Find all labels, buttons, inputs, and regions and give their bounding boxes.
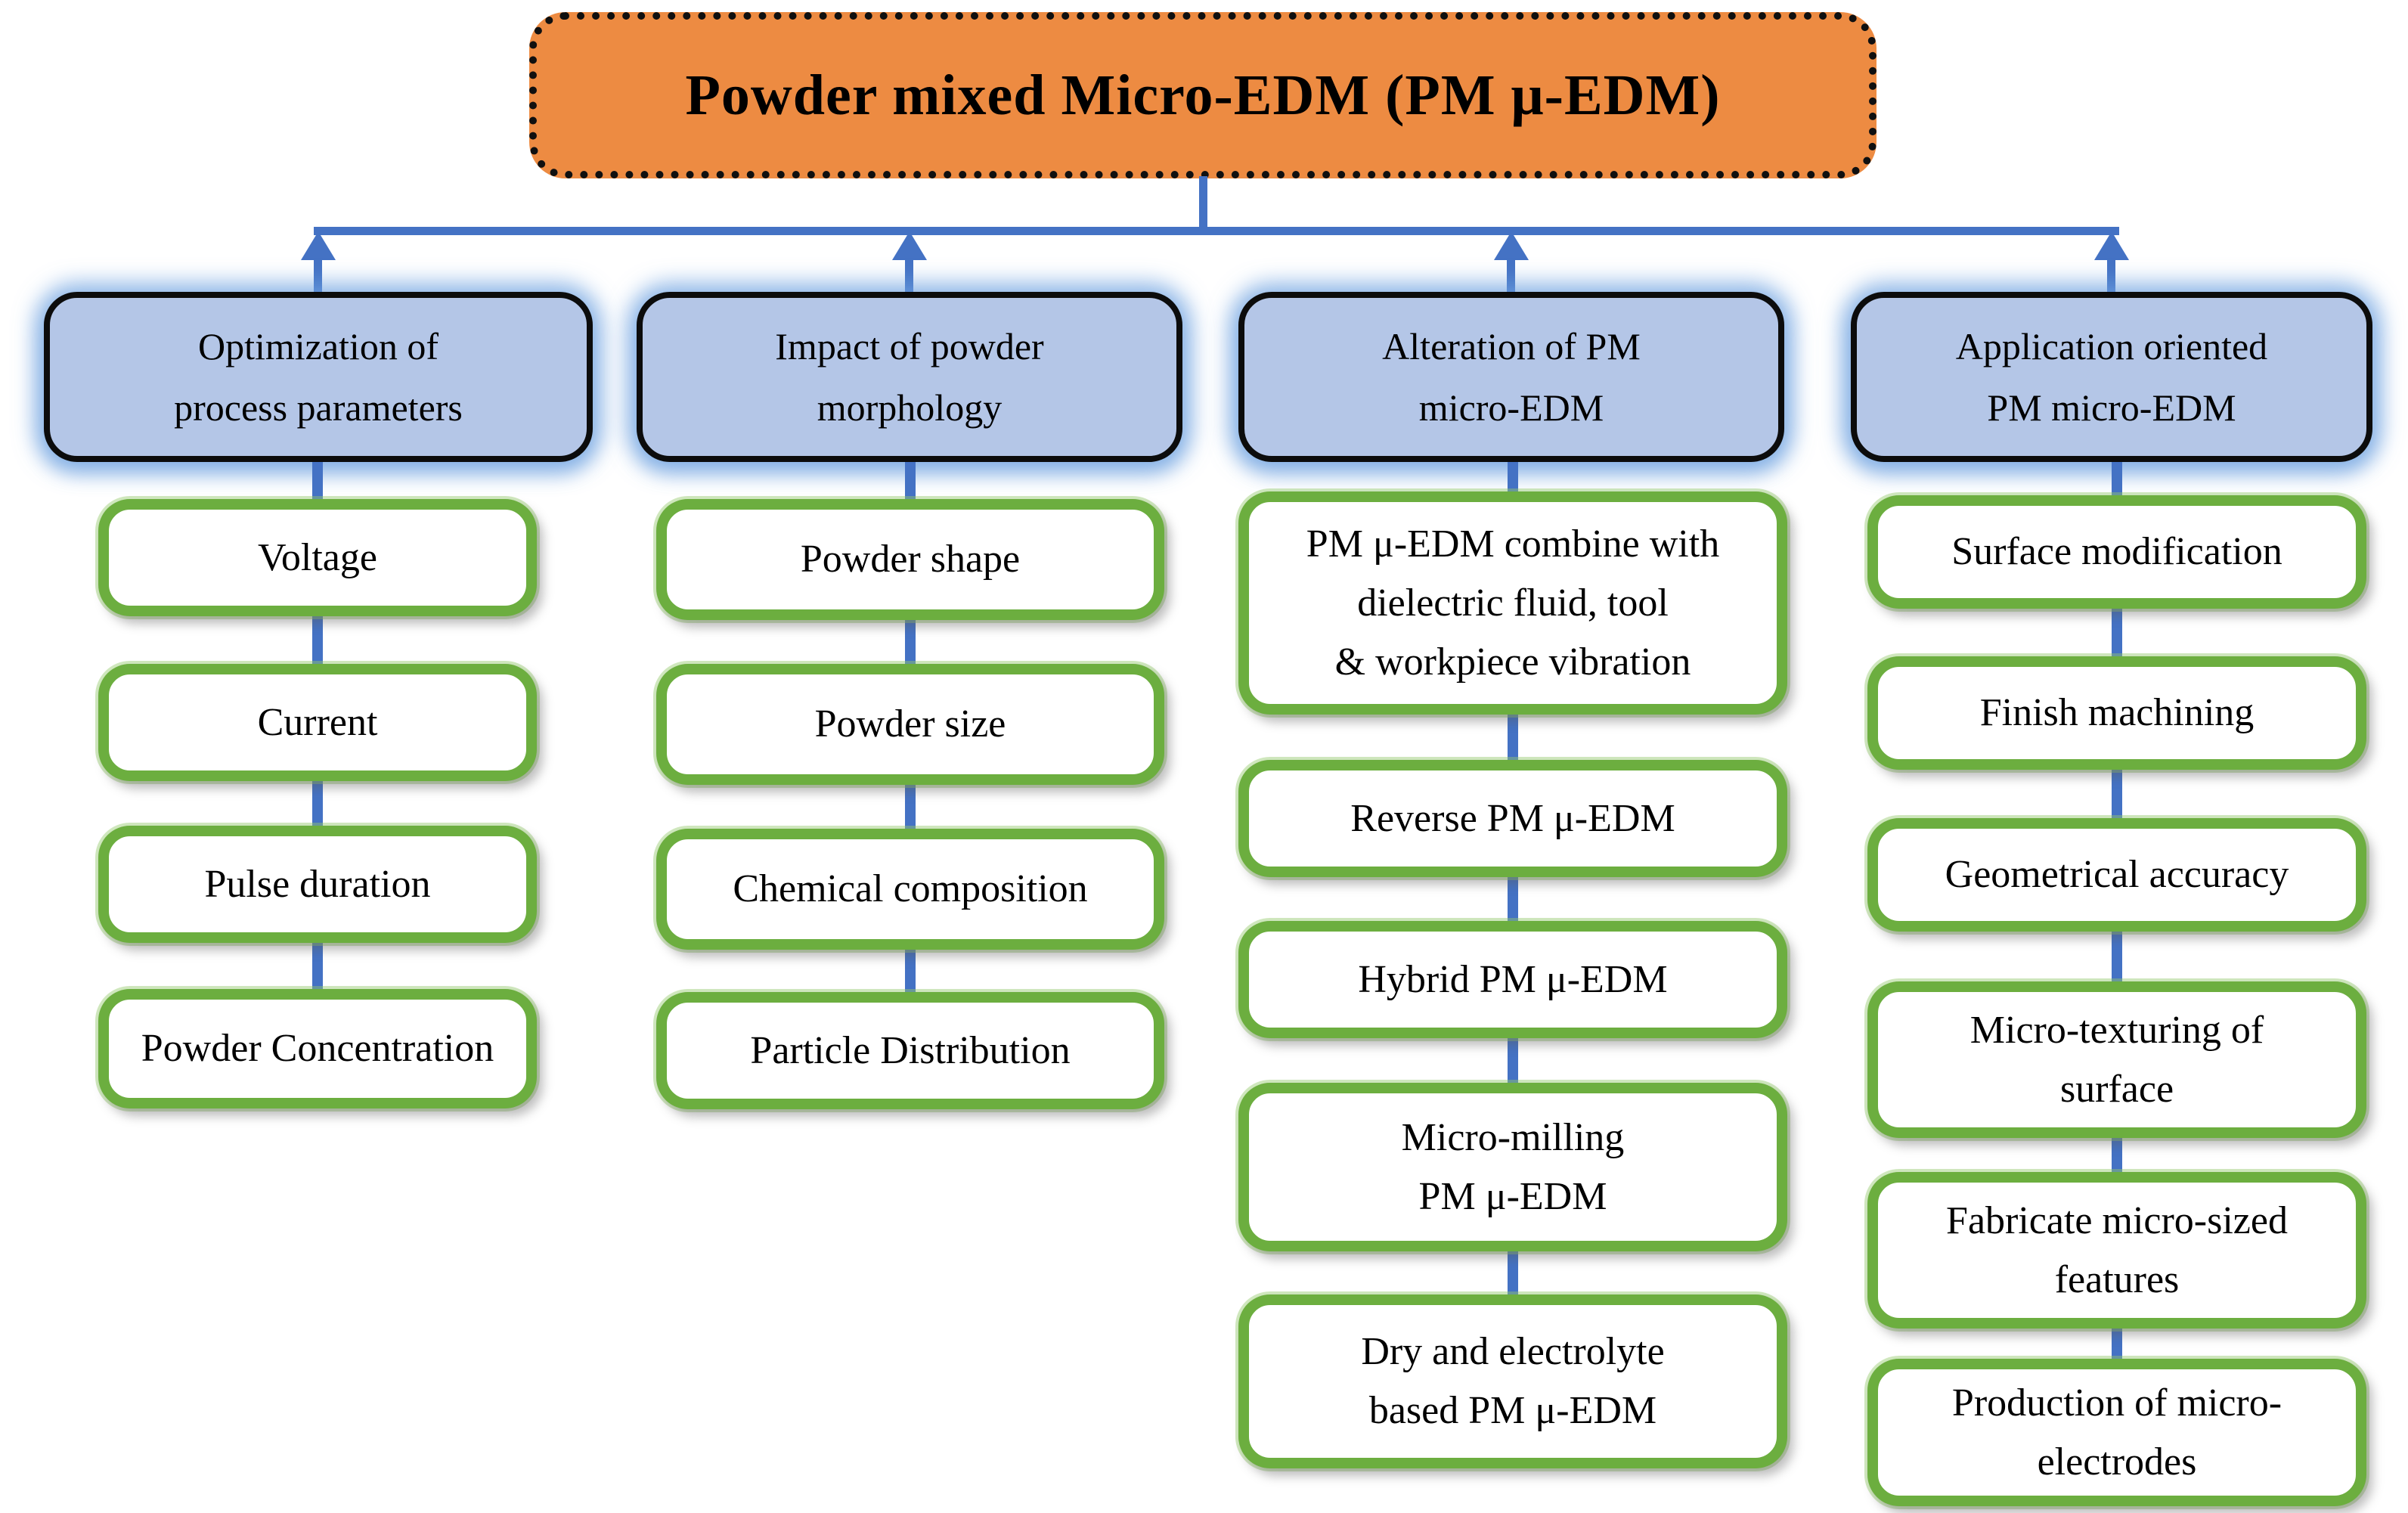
category-box-morphology: Impact of powder morphology (637, 292, 1182, 462)
branch-stem-line-optimization (314, 256, 322, 293)
item-label-pm-edm-combine-vibration: PM μ-EDM combine with dielectric fluid, … (1306, 522, 1720, 684)
item-box-powder-shape: Powder shape (656, 499, 1164, 620)
item-box-pulse-duration: Pulse duration (98, 826, 537, 943)
category-label-optimization: Optimization of process parameters (174, 324, 463, 429)
item-label-chemical-composition: Chemical composition (733, 867, 1088, 910)
item-box-chemical-composition: Chemical composition (656, 829, 1164, 950)
item-box-micro-texturing: Micro-texturing of surface (1867, 981, 2366, 1138)
item-label-reverse-pm-edm: Reverse PM μ-EDM (1350, 796, 1675, 840)
category-box-alteration: Alteration of PM micro-EDM (1238, 292, 1784, 462)
item-box-powder-size: Powder size (656, 664, 1164, 785)
item-box-fabricate-features: Fabricate micro-sized features (1867, 1172, 2366, 1329)
connector-line (2112, 1138, 2122, 1172)
item-box-reverse-pm-edm: Reverse PM μ-EDM (1238, 760, 1787, 877)
item-label-powder-shape: Powder shape (800, 538, 1021, 581)
connector-line (905, 785, 916, 829)
item-label-current: Current (257, 700, 378, 744)
trunk-connector-line (1199, 176, 1207, 229)
item-label-micro-texturing: Micro-texturing of surface (1969, 1008, 2264, 1111)
connector-line (312, 616, 323, 664)
item-label-hybrid-pm-edm: Hybrid PM μ-EDM (1358, 957, 1668, 1001)
branch-stem-line-application (2107, 256, 2115, 293)
connector-line (2112, 462, 2122, 495)
connector-line (1508, 877, 1518, 921)
connector-line (2112, 1329, 2122, 1359)
item-box-dry-electrolyte-pm-edm: Dry and electrolyte based PM μ-EDM (1238, 1294, 1787, 1468)
item-label-finish-machining: Finish machining (1979, 691, 2255, 734)
connector-line (905, 462, 916, 499)
category-label-morphology: Impact of powder morphology (775, 324, 1044, 429)
up-arrowhead-icon-alteration (1494, 231, 1529, 260)
connector-line (312, 943, 323, 989)
item-label-powder-size: Powder size (814, 702, 1006, 746)
connector-line (905, 620, 916, 664)
category-label-alteration: Alteration of PM micro-EDM (1382, 324, 1641, 429)
item-box-particle-distribution: Particle Distribution (656, 992, 1164, 1109)
item-label-pulse-duration: Pulse duration (204, 862, 431, 906)
branch-bus-line (314, 227, 2119, 235)
branch-stem-line-morphology (905, 256, 913, 293)
item-box-micro-milling-pm-edm: Micro-milling PM μ-EDM (1238, 1083, 1787, 1251)
item-label-fabricate-features: Fabricate micro-sized features (1946, 1198, 2288, 1301)
item-label-powder-concentration: Powder Concentration (141, 1027, 494, 1070)
item-box-production-microelectrodes: Production of micro- electrodes (1867, 1359, 2366, 1506)
item-box-finish-machining: Finish machining (1867, 656, 2366, 770)
item-box-geometrical-accuracy: Geometrical accuracy (1867, 818, 2366, 932)
up-arrowhead-icon-morphology (892, 231, 927, 260)
item-box-voltage: Voltage (98, 499, 537, 616)
item-box-current: Current (98, 664, 537, 781)
connector-line (2112, 770, 2122, 818)
item-box-surface-modification: Surface modification (1867, 495, 2366, 609)
connector-line (1508, 1038, 1518, 1083)
connector-line (2112, 932, 2122, 981)
connector-line (905, 950, 916, 992)
item-label-particle-distribution: Particle Distribution (750, 1028, 1071, 1072)
item-label-surface-modification: Surface modification (1951, 530, 2282, 573)
connector-line (1508, 462, 1518, 491)
connector-line (312, 781, 323, 826)
item-label-micro-milling-pm-edm: Micro-milling PM μ-EDM (1401, 1115, 1625, 1218)
item-box-powder-concentration: Powder Concentration (98, 989, 537, 1108)
item-label-voltage: Voltage (258, 535, 377, 579)
category-label-application: Application oriented PM micro-EDM (1955, 324, 2268, 429)
branch-stem-line-alteration (1507, 256, 1515, 293)
item-label-geometrical-accuracy: Geometrical accuracy (1945, 853, 2289, 896)
category-box-application: Application oriented PM micro-EDM (1851, 292, 2372, 462)
item-box-hybrid-pm-edm: Hybrid PM μ-EDM (1238, 921, 1787, 1038)
up-arrowhead-icon-optimization (301, 231, 336, 260)
connector-line (1508, 715, 1518, 760)
connector-line (1508, 1251, 1518, 1294)
item-label-production-microelectrodes: Production of micro- electrodes (1951, 1381, 2282, 1484)
connector-line (2112, 609, 2122, 656)
item-box-pm-edm-combine-vibration: PM μ-EDM combine with dielectric fluid, … (1238, 491, 1787, 715)
root-box-label: Powder mixed Micro-EDM (PM μ-EDM) (685, 63, 1721, 127)
root-box: Powder mixed Micro-EDM (PM μ-EDM) (529, 12, 1877, 178)
item-label-dry-electrolyte-pm-edm: Dry and electrolyte based PM μ-EDM (1361, 1330, 1665, 1432)
up-arrowhead-icon-application (2094, 231, 2129, 260)
category-box-optimization: Optimization of process parameters (44, 292, 593, 462)
connector-line (312, 462, 323, 499)
